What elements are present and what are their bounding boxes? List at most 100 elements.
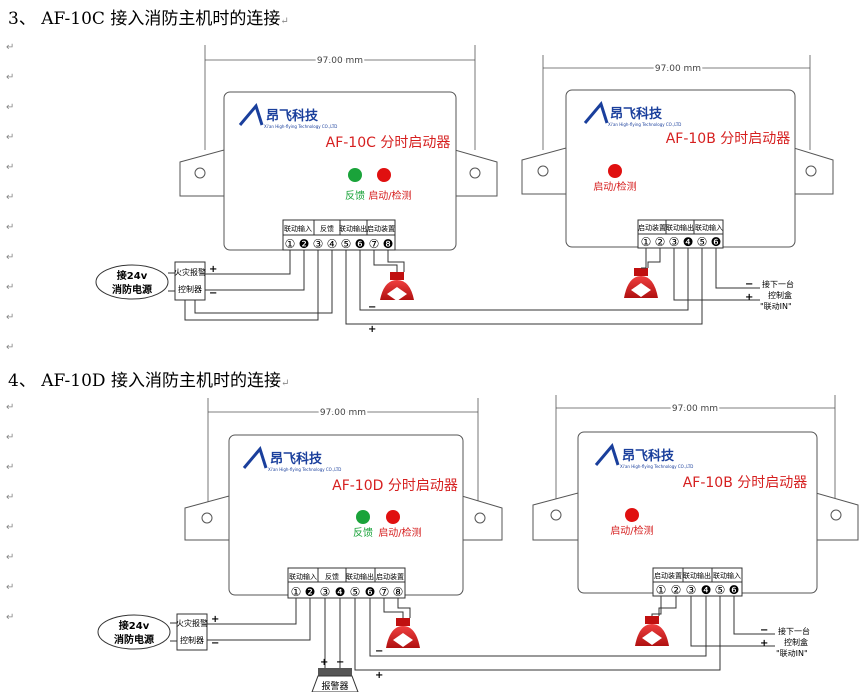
svg-text:Xi'an High-flying Technology C: Xi'an High-flying Technology CO.,LTD — [620, 464, 693, 469]
alarm-beacon-icon — [624, 268, 658, 298]
svg-text:联动输出: 联动输出 — [683, 571, 711, 580]
svg-text:②: ② — [671, 583, 682, 597]
svg-text:−: − — [209, 288, 217, 299]
svg-text:❷: ❷ — [305, 585, 316, 599]
paragraph-mark-icon: ↵ — [6, 102, 15, 113]
paragraph-mark-icon: ↵ — [6, 132, 15, 143]
next-box-label: 接下一台 控制盒 "联动IN" — [760, 279, 794, 311]
diagram-3: 97.00 mm 昂飞科技 Xi'an High-flying Technolo… — [95, 45, 834, 335]
svg-text:+: + — [209, 264, 217, 275]
svg-text:③: ③ — [686, 583, 697, 597]
section-title: AF-10D 接入消防主机时的连接 — [41, 371, 281, 391]
paragraph-mark-icon: ↵ — [6, 582, 15, 593]
terminal-5: ⑤ — [341, 237, 352, 251]
section-title: AF-10C 接入消防主机时的连接 — [41, 9, 281, 29]
alarm-sounder: 报警器 — [311, 668, 359, 692]
feedback-led-icon — [348, 168, 362, 182]
dimension-line: 97.00 mm — [555, 395, 836, 505]
svg-text:−: − — [211, 638, 219, 649]
paragraph-mark-icon: ↵ — [280, 16, 289, 27]
svg-text:消防电源: 消防电源 — [112, 283, 152, 296]
svg-text:+: + — [375, 670, 383, 681]
svg-text:Xi'an High-flying Technology C: Xi'an High-flying Technology CO.,LTD — [268, 467, 341, 472]
terminal-1: ① — [285, 237, 296, 251]
svg-text:−: − — [368, 302, 376, 313]
terminal-6: ❻ — [355, 237, 366, 251]
svg-text:联动输入: 联动输入 — [695, 223, 723, 232]
power-supply: 接24v 消防电源 — [95, 264, 169, 300]
model-label: AF-10B 分时启动器 — [666, 131, 791, 147]
svg-text:昂飞科技: 昂飞科技 — [270, 451, 323, 467]
svg-text:反馈: 反馈 — [325, 572, 339, 581]
terminal-3: ③ — [313, 237, 324, 251]
svg-text:控制盒: 控制盒 — [784, 637, 808, 647]
svg-text:昂飞科技: 昂飞科技 — [622, 448, 675, 464]
svg-text:接24v: 接24v — [117, 269, 148, 282]
model-label: AF-10C 分时启动器 — [326, 135, 451, 151]
paragraph-mark-icon: ↵ — [6, 612, 15, 623]
paragraph-mark-icon: ↵ — [6, 162, 15, 173]
svg-text:①: ① — [656, 583, 667, 597]
model-label: AF-10B 分时启动器 — [683, 475, 808, 491]
svg-text:❹: ❹ — [701, 583, 712, 597]
dimension-label: 97.00 mm — [317, 56, 363, 66]
terminal-2: ❷ — [299, 237, 310, 251]
dimension-label: 97.00 mm — [655, 64, 701, 74]
svg-text:启动装置: 启动装置 — [367, 224, 395, 233]
section-number: 3、 — [8, 9, 36, 29]
dimension-line: 97.00 mm — [207, 398, 479, 505]
svg-text:❹: ❹ — [335, 585, 346, 599]
dimension-line: 97.00 mm — [542, 55, 811, 150]
paragraph-mark-icon: ↵ — [6, 282, 15, 293]
device-af10d: 昂飞科技 Xi'an High-flying Technology CO.,LT… — [184, 434, 503, 599]
feedback-led-icon — [356, 510, 370, 524]
svg-text:昂飞科技: 昂飞科技 — [266, 108, 319, 124]
svg-text:❹: ❹ — [683, 235, 694, 249]
device-af10b: 昂飞科技 Xi'an High-flying Technology CO.,LT… — [521, 89, 834, 249]
svg-text:启动装置: 启动装置 — [654, 571, 682, 580]
paragraph-mark-icon: ↵ — [6, 42, 15, 53]
section-number: 4、 — [8, 371, 36, 391]
alarm-beacon-icon — [635, 616, 669, 646]
polarity-labels: + − + − − + − + — [211, 614, 768, 681]
svg-text:联动输入: 联动输入 — [289, 572, 317, 581]
fire-alarm-controller: 火灾报警 控制器 — [174, 261, 206, 301]
start-led-icon — [386, 510, 400, 524]
svg-text:③: ③ — [320, 585, 331, 599]
terminal-8: ❽ — [383, 237, 394, 251]
svg-text:+: + — [368, 324, 376, 335]
svg-text:联动输入: 联动输入 — [284, 224, 312, 233]
svg-text:❻: ❻ — [365, 585, 376, 599]
svg-text:③: ③ — [669, 235, 680, 249]
brand-logo: 昂飞科技 Xi'an High-flying Technology CO.,LT… — [583, 100, 681, 127]
polarity-labels: + − − + − + — [209, 264, 753, 335]
svg-text:②: ② — [655, 235, 666, 249]
svg-text:Xi'an High-flying Technology C: Xi'an High-flying Technology CO.,LTD — [608, 122, 681, 127]
svg-text:−: − — [745, 279, 753, 290]
fire-alarm-controller: 火灾报警 控制器 — [176, 613, 208, 651]
paragraph-mark-icon: ↵ — [6, 432, 15, 443]
alarm-beacon-icon — [380, 272, 414, 301]
svg-text:−: − — [336, 657, 344, 668]
svg-text:⑤: ⑤ — [697, 235, 708, 249]
svg-text:⑤: ⑤ — [350, 585, 361, 599]
paragraph-mark-icon: ↵ — [6, 402, 15, 413]
section-4-heading: 4、 AF-10D 接入消防主机时的连接↵ — [8, 366, 289, 391]
paragraph-mark-icon: ↵ — [6, 192, 15, 203]
paragraph-mark-icon: ↵ — [6, 72, 15, 83]
svg-text:❻: ❻ — [729, 583, 740, 597]
svg-text:"联动IN": "联动IN" — [776, 648, 808, 658]
svg-text:启动装置: 启动装置 — [376, 572, 404, 581]
svg-text:①: ① — [641, 235, 652, 249]
svg-text:❻: ❻ — [711, 235, 722, 249]
device-af10b: 昂飞科技 Xi'an High-flying Technology CO.,LT… — [532, 431, 859, 597]
start-led-icon — [377, 168, 391, 182]
svg-text:昂飞科技: 昂飞科技 — [610, 106, 663, 122]
svg-text:联动输入: 联动输入 — [713, 571, 741, 580]
brand-logo: 昂飞科技 Xi'an High-flying Technology CO.,LT… — [238, 102, 337, 129]
paragraph-mark-icon: ↵ — [6, 492, 15, 503]
svg-text:①: ① — [291, 585, 302, 599]
svg-text:+: + — [760, 638, 768, 649]
dimension-label: 97.00 mm — [320, 408, 366, 418]
svg-text:火灾报警: 火灾报警 — [176, 618, 208, 628]
